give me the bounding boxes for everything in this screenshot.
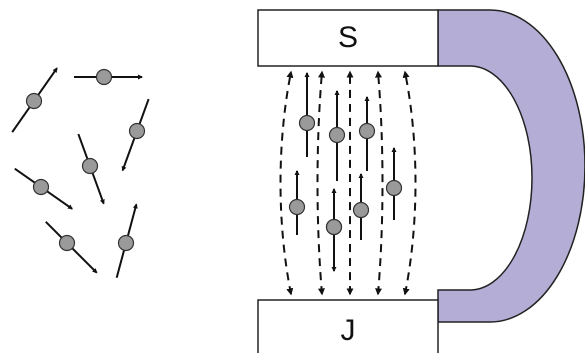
- unaligned-particle: [11, 67, 58, 133]
- horseshoe-magnet: S J: [257, 9, 585, 353]
- field-line: [316, 70, 326, 295]
- field-line: [279, 70, 294, 295]
- north-pole-label: S: [338, 21, 358, 54]
- aligned-particle: [358, 96, 376, 171]
- aligned-particle: [288, 170, 306, 235]
- unaligned-particle: [115, 203, 138, 279]
- aligned-particle: [325, 188, 343, 236]
- unaligned-particles: [11, 67, 150, 279]
- aligned-particle: [328, 90, 346, 181]
- unaligned-particle: [74, 68, 143, 86]
- aligned-particle: [298, 72, 316, 157]
- unaligned-particle: [45, 221, 98, 274]
- unaligned-particle: [77, 133, 105, 205]
- magnetic-field-lines: [279, 70, 417, 296]
- south-pole-label: J: [341, 314, 356, 347]
- field-line: [402, 70, 417, 295]
- unaligned-particle: [14, 167, 73, 210]
- field-line: [374, 70, 384, 295]
- south-pole-block: J: [257, 299, 439, 353]
- aligned-particles: [288, 72, 403, 272]
- unaligned-particle: [121, 98, 150, 172]
- aligned-particle: [352, 173, 370, 240]
- aligned-particle: [385, 147, 403, 220]
- north-pole-block: S: [257, 9, 439, 67]
- magnet-body: [437, 9, 585, 323]
